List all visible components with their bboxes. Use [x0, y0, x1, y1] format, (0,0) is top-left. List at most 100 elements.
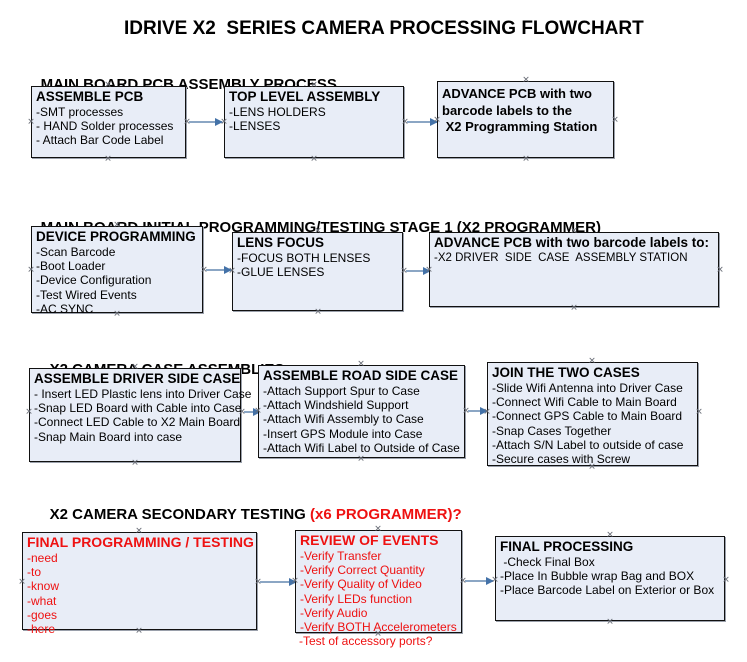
node-review-of-events[interactable]: REVIEW OF EVENTS -Verify Transfer -Verif… [295, 530, 462, 634]
node-join-the-two-cases[interactable]: JOIN THE TWO CASES -Slide Wifi Antenna i… [487, 362, 698, 466]
connection-point-icon: ✕ [462, 405, 470, 416]
arrowhead-icon [430, 118, 438, 126]
section-heading-4: X2 CAMERA SECONDARY TESTING (x6 PROGRAMM… [33, 489, 462, 540]
node-line: -Place In Bubble wrap Bag and BOX [500, 569, 695, 584]
connection-point-icon: ✕ [716, 264, 724, 275]
connection-point-icon: ✕ [357, 358, 365, 369]
connection-point-icon: ✕ [611, 114, 619, 125]
node-line: -Device Configuration [36, 273, 152, 288]
node-line: -Verify Correct Quantity [300, 563, 425, 578]
node-line: -Verify Quality of Video [300, 577, 422, 592]
connection-point-icon: ✕ [425, 264, 433, 275]
node-line: -AC SYNC [36, 301, 94, 316]
arrowhead-icon [423, 267, 431, 275]
connector-arrow [206, 266, 232, 274]
node-line: -SMT processes [36, 105, 124, 119]
connection-point-icon: ✕ [588, 461, 596, 472]
node-advance-pcb-driver-side[interactable]: ADVANCE PCB with two barcode labels to: … [429, 232, 719, 307]
node-line: -here [27, 622, 56, 637]
node-assemble-road-side-case[interactable]: ASSEMBLE ROAD SIDE CASE -Attach Support … [258, 365, 465, 458]
connection-point-icon: ✕ [314, 306, 322, 317]
node-line: -Attach Wifi Assembly to Case [263, 412, 424, 427]
connection-point-icon: ✕ [357, 453, 365, 464]
node-line: barcode labels to the [442, 102, 573, 118]
connection-point-icon: ✕ [606, 616, 614, 627]
connector-arrow [407, 118, 438, 126]
connection-point-icon: ✕ [310, 153, 318, 164]
node-title: DEVICE PROGRAMMING [36, 229, 196, 244]
connection-point-icon: ✕ [588, 355, 596, 366]
node-line: -Verify Audio [300, 605, 368, 620]
node-line: -Snap Cases Together [492, 423, 612, 438]
connector-arrow [244, 408, 261, 416]
connection-point-icon: ✕ [310, 79, 318, 90]
connection-point-icon: ✕ [135, 525, 143, 536]
connection-point-icon: ✕ [228, 265, 236, 276]
node-line: -Snap LED Board with Cable into Case [34, 401, 242, 416]
connection-point-icon: ✕ [135, 625, 143, 636]
node-line: -need [27, 551, 58, 565]
node-line: -Attach Windshield Support [263, 398, 409, 413]
node-line: -Verify Transfer [300, 549, 382, 563]
connection-point-icon: ✕ [722, 574, 730, 585]
connection-point-icon: ✕ [374, 523, 382, 534]
node-line: -goes [27, 607, 58, 622]
node-line: -Slide Wifi Antenna into Driver Case [492, 381, 683, 395]
connection-point-icon: ✕ [606, 529, 614, 540]
page-title: IDRIVE X2 SERIES CAMERA PROCESSING FLOWC… [124, 18, 644, 39]
connection-point-icon: ✕ [183, 116, 191, 127]
connection-point-icon: ✕ [483, 406, 491, 417]
node-assemble-pcb[interactable]: ASSEMBLE PCB -SMT processes - HAND Solde… [31, 86, 186, 158]
node-line: -Attach Support Spur to Case [263, 384, 420, 398]
node-top-level-assembly[interactable]: TOP LEVEL ASSEMBLY -LENS HOLDERS -LENSES [224, 86, 404, 158]
connection-point-icon: ✕ [522, 74, 530, 85]
connector-arrow [468, 407, 488, 415]
node-final-programming-testing[interactable]: FINAL PROGRAMMING / TESTING -need -to -k… [22, 532, 257, 636]
connection-point-icon: ✕ [18, 576, 26, 587]
node-line: -LENSES [229, 119, 281, 134]
node-line: - Insert LED Plastic lens into Driver Ca… [34, 387, 252, 401]
node-line: -Snap Main Board into case [34, 429, 183, 444]
arrowhead-icon [253, 408, 261, 416]
connection-point-icon: ✕ [570, 225, 578, 236]
connection-point-icon: ✕ [104, 153, 112, 164]
node-line: - HAND Solder processes [36, 119, 174, 134]
node-title: TOP LEVEL ASSEMBLY [229, 89, 381, 104]
connection-point-icon: ✕ [131, 361, 139, 372]
node-lens-focus[interactable]: LENS FOCUS -FOCUS BOTH LENSES -GLUE LENS… [232, 232, 403, 311]
node-line: -Insert GPS Module into Case [263, 426, 423, 441]
connection-point-icon: ✕ [291, 575, 299, 586]
arrowhead-icon [480, 407, 488, 415]
connection-point-icon: ✕ [459, 575, 467, 586]
node-device-programming[interactable]: DEVICE PROGRAMMING -Scan Barcode -Boot L… [31, 226, 203, 316]
node-line: -Check Final Box [500, 555, 595, 569]
node-line: -LENS HOLDERS [229, 105, 326, 119]
node-line: -know [27, 579, 60, 594]
node-line: -to [27, 565, 42, 580]
connector-arrow [465, 577, 494, 585]
connection-point-icon: ✕ [314, 225, 322, 236]
node-final-processing[interactable]: FINAL PROCESSING -Check Final Box -Place… [495, 536, 725, 621]
node-title: FINAL PROCESSING [500, 539, 634, 554]
connection-point-icon: ✕ [238, 406, 246, 417]
node-title: ASSEMBLE ROAD SIDE CASE [263, 368, 459, 383]
connection-point-icon: ✕ [401, 116, 409, 127]
node-overflow-line: -Test of accessory ports? [299, 634, 433, 648]
connection-point-icon: ✕ [695, 406, 703, 417]
connection-point-icon: ✕ [400, 265, 408, 276]
node-line: -Boot Loader [36, 259, 106, 274]
node-assemble-driver-side-case[interactable]: ASSEMBLE DRIVER SIDE CASE - Insert LED P… [29, 368, 252, 462]
node-title: LENS FOCUS [237, 235, 325, 250]
node-line: -Verify LEDs function [300, 591, 413, 606]
connector-arrow [260, 578, 297, 586]
connection-point-icon: ✕ [25, 406, 33, 417]
connection-point-icon: ✕ [254, 405, 262, 416]
arrowhead-icon [486, 577, 494, 585]
node-advance-pcb-station[interactable]: ADVANCE PCB with two barcode labels to t… [437, 81, 614, 158]
connection-point-icon: ✕ [570, 302, 578, 313]
connection-point-icon: ✕ [220, 116, 228, 127]
connection-point-icon: ✕ [104, 79, 112, 90]
node-line: -Connect LED Cable to X2 Main Board [34, 415, 241, 430]
connector-arrow [189, 118, 223, 126]
